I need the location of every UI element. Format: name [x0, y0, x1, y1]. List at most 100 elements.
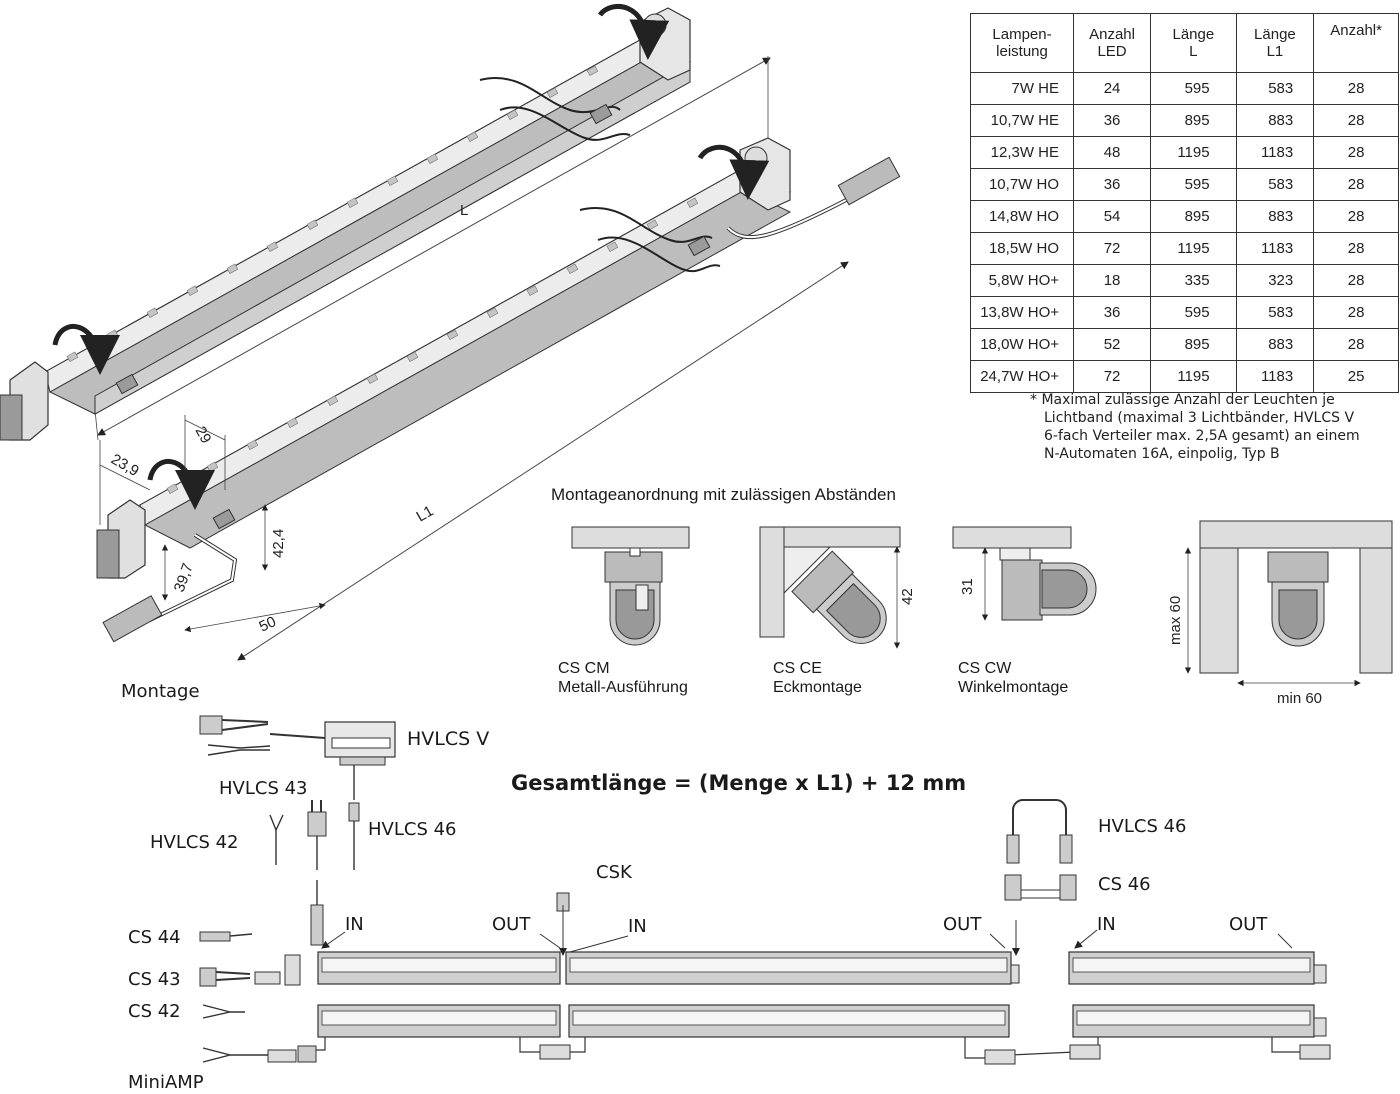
lamp-row-2	[310, 1004, 1331, 1065]
csk-label: CSK	[596, 862, 633, 883]
cs-ce-diagram: 42	[759, 526, 916, 649]
table-cell: 52	[1072, 328, 1152, 361]
hvlcs-v-label: HVLCS V	[407, 728, 489, 750]
hvlcs-42-cable	[269, 814, 284, 865]
table-cell: 895	[1150, 104, 1237, 137]
dim-42-4: 42,4	[270, 529, 287, 558]
lamp-row-1	[317, 951, 1327, 985]
table-cell: 323	[1235, 264, 1315, 297]
table-cell: 18,5W HO	[970, 232, 1074, 265]
hvlcs-46-right-bridge	[1006, 799, 1073, 864]
cs-46-connector	[1004, 874, 1077, 901]
hvlcs-43-label: HVLCS 43	[219, 778, 308, 799]
table-cell: 335	[1150, 264, 1237, 297]
table-cell: 18,0W HO+	[970, 328, 1074, 361]
cs-42-label: CS 42	[128, 1001, 181, 1022]
spacing-max: max 60	[1167, 596, 1184, 645]
table-cell: 583	[1235, 72, 1315, 105]
cs-42-part	[202, 1004, 245, 1019]
table-cell: 36	[1072, 104, 1152, 137]
table-cell: 28	[1313, 168, 1399, 201]
hvlcs-v-distributor	[324, 721, 396, 766]
table-cell: 595	[1150, 296, 1237, 329]
hvlcs-43-plug	[307, 800, 327, 946]
table-cell: 25	[1313, 360, 1399, 393]
table-cell: 883	[1235, 200, 1315, 233]
cs-ce-code: CS CE	[773, 660, 822, 677]
spacing-min: min 60	[1277, 690, 1322, 707]
miniamp-part	[202, 1045, 317, 1063]
table-cell: 36	[1072, 168, 1152, 201]
formula: Gesamtlänge = (Menge x L1) + 12 mm	[511, 771, 966, 795]
power-plug-top	[199, 715, 326, 756]
table-cell: 895	[1150, 328, 1237, 361]
table-cell: 24	[1072, 72, 1152, 105]
table-cell: 5,8W HO+	[970, 264, 1074, 297]
table-cell: 54	[1072, 200, 1152, 233]
spacing-diagram: max 60 min 60	[1167, 520, 1393, 707]
port-in-2: IN	[628, 916, 647, 937]
header-anzahl-star: Anzahl*	[1313, 13, 1399, 73]
table-cell: 583	[1235, 168, 1315, 201]
table-cell: 28	[1313, 72, 1399, 105]
table-cell: 28	[1313, 328, 1399, 361]
table-cell: 10,7W HO	[970, 168, 1074, 201]
footnote-line-2: Lichtband (maximal 3 Lichtbänder, HVLCS …	[1044, 410, 1355, 426]
table-cell: 1195	[1150, 232, 1237, 265]
cs-cm-code: CS CM	[558, 660, 610, 677]
table-cell: 28	[1313, 232, 1399, 265]
table-cell: 883	[1235, 104, 1315, 137]
cs-cm-diagram	[571, 526, 690, 646]
table-cell: 28	[1313, 296, 1399, 329]
hvlcs-46-right-label: HVLCS 46	[1098, 816, 1187, 837]
table-cell: 595	[1150, 168, 1237, 201]
cs-cw-dim: 31	[959, 578, 976, 595]
table-cell: 13,8W HO+	[970, 296, 1074, 329]
dim-29: 29	[192, 424, 215, 447]
lamp-isometric-top: L	[0, 4, 771, 441]
footnote-line-1: * Maximal zulässige Anzahl der Leuchten …	[1030, 392, 1335, 408]
table-cell: 1183	[1235, 136, 1315, 169]
port-out-3: OUT	[1229, 914, 1268, 935]
dim-50: 50	[257, 613, 279, 635]
table-cell: 10,7W HE	[970, 104, 1074, 137]
cs-44-part	[199, 931, 253, 942]
table-cell: 883	[1235, 328, 1315, 361]
cs-43-part	[199, 954, 301, 987]
table-cell: 12,3W HE	[970, 136, 1074, 169]
lamp-isometric-bottom: L1 29 23,9 42,4 39,7 50	[96, 137, 901, 661]
table-cell: 28	[1313, 104, 1399, 137]
header-lampenleistung: Lampen-leistung	[970, 13, 1074, 73]
montage-label: Montage	[121, 681, 200, 702]
hvlcs-46-connector	[348, 765, 360, 870]
footnote-line-3: 6-fach Verteiler max. 2,5A gesamt) an ei…	[1044, 428, 1360, 444]
table-cell: 28	[1313, 264, 1399, 297]
dim-23-9: 23,9	[108, 451, 142, 480]
cs-ce-desc: Eckmontage	[773, 679, 862, 696]
table-cell: 595	[1150, 72, 1237, 105]
hvlcs-46-left-label: HVLCS 46	[368, 819, 457, 840]
dim-l: L	[460, 202, 468, 219]
cs-cw-desc: Winkelmontage	[958, 679, 1068, 696]
table-cell: 7W HE	[970, 72, 1074, 105]
cs-cw-code: CS CW	[958, 660, 1012, 677]
table-cell: 18	[1072, 264, 1152, 297]
miniamp-label: MiniAMP	[128, 1072, 204, 1093]
cs-43-label: CS 43	[128, 969, 181, 990]
hvlcs-42-label: HVLCS 42	[150, 832, 239, 853]
table-cell: 1195	[1150, 360, 1237, 393]
cs-46-label: CS 46	[1098, 874, 1151, 895]
